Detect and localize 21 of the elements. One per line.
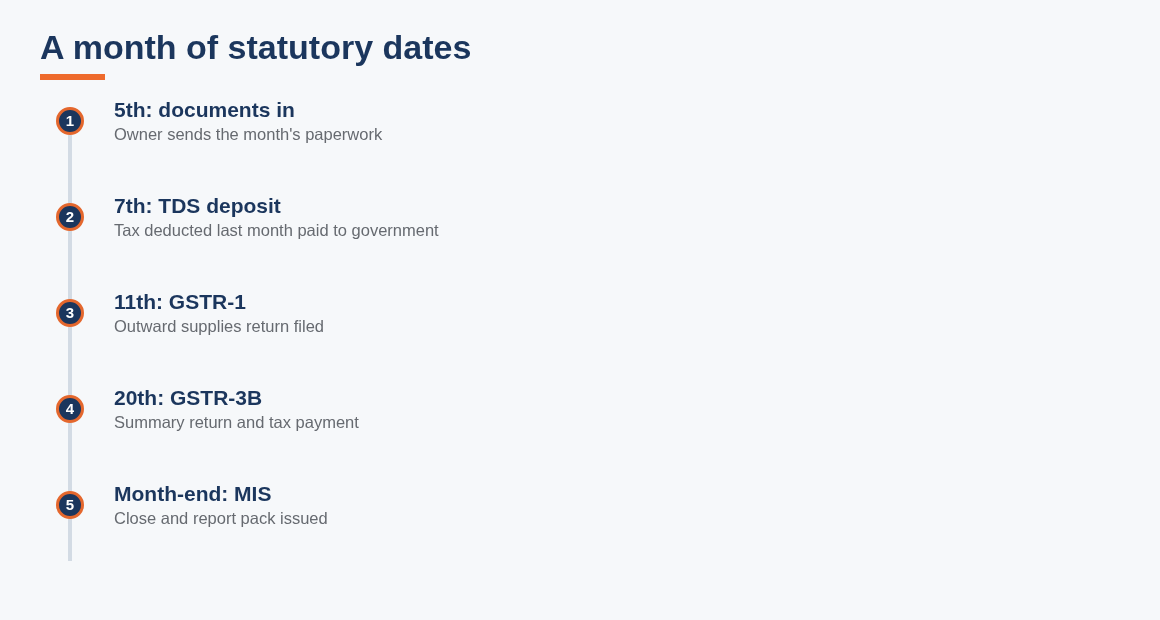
step-circle [56, 395, 84, 423]
title: A month of statutory dates [40, 27, 472, 67]
step-heading: 11th: GSTR-1 [114, 290, 246, 314]
step-number: 2 [65, 209, 75, 225]
step-description: Close and report pack issued [114, 508, 328, 528]
step-heading: 5th: documents in [114, 98, 295, 122]
step-heading: Month-end: MIS [114, 482, 272, 506]
step-description: Tax deducted last month paid to government [114, 220, 439, 240]
step-heading: 7th: TDS deposit [114, 194, 281, 218]
step-heading: 20th: GSTR-3B [114, 386, 263, 410]
step-number: 5 [65, 497, 75, 513]
step-number: 3 [65, 305, 75, 321]
step-description: Summary return and tax payment [114, 412, 359, 432]
step-description: Owner sends the month's paperwork [114, 124, 383, 144]
step-number: 4 [65, 401, 75, 417]
step-circle [56, 107, 84, 135]
step-circle [56, 203, 84, 231]
step-circle [56, 491, 84, 519]
step-number: 1 [65, 113, 75, 129]
step-circle [56, 299, 84, 327]
step-description: Outward supplies return filed [114, 316, 325, 336]
